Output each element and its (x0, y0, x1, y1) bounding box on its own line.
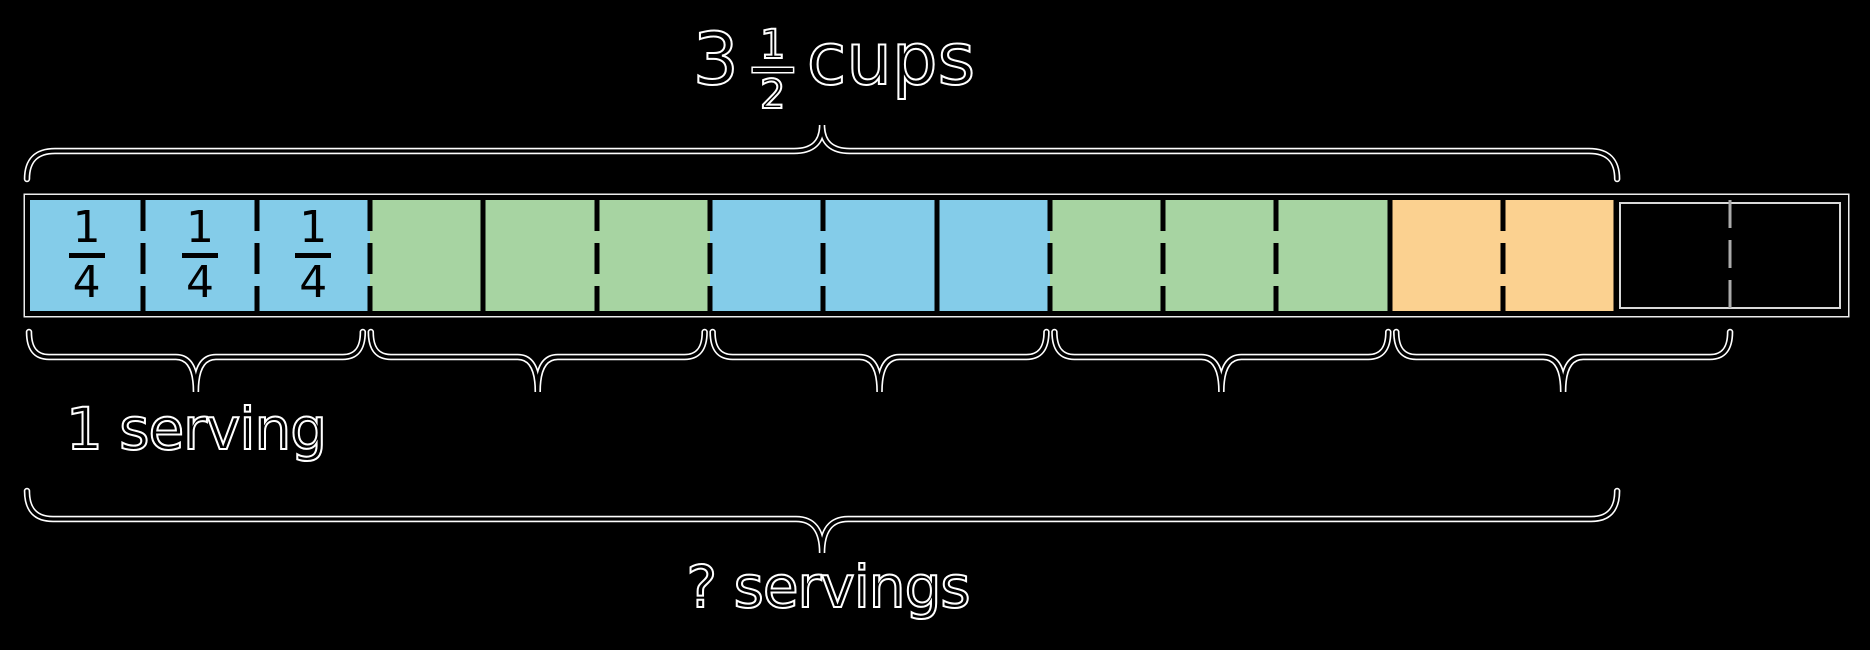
bar-cell-blue (823, 200, 937, 311)
fraction-bar (68, 253, 105, 258)
cell-divider-dashed (820, 200, 826, 311)
fraction-bar (181, 253, 218, 258)
cell-divider-dashed (1273, 200, 1279, 311)
quarter-numerator: 1 (72, 201, 101, 253)
cell-divider-dashed (594, 200, 600, 311)
cups-fraction-numerator: 1 (759, 22, 786, 69)
question-servings-label: ? servings (685, 553, 971, 621)
cell-divider-dashed (707, 200, 713, 311)
cell-divider-dashed (1047, 200, 1053, 311)
bar-cell-green (1163, 200, 1277, 311)
bar-cell-blue (936, 200, 1050, 311)
top-cups-brace (23, 124, 1621, 183)
cell-divider-dashed (367, 200, 373, 311)
quarter-denominator: 4 (72, 257, 101, 308)
cell-divider-dashed (1500, 200, 1506, 311)
bar-cell-green (483, 200, 597, 311)
cell-divider-dashed (140, 200, 146, 311)
total-servings-brace (23, 487, 1621, 554)
cups-whole-number: 3 (692, 16, 740, 102)
serving-brace (1393, 328, 1734, 393)
fraction-bar (295, 253, 332, 258)
cell-divider-edge (1613, 200, 1619, 311)
serving-brace (709, 328, 1050, 393)
cell-divider-light-dashed (1728, 200, 1732, 311)
quarter-denominator: 4 (299, 257, 328, 308)
total-cups-label: 3 1 2 cups (692, 16, 976, 116)
bar-cell-blue (709, 200, 824, 311)
cell-divider-solid (1387, 200, 1393, 311)
serving-brace (25, 328, 367, 393)
cell-divider-solid (480, 200, 486, 311)
cell-divider-dashed (1160, 200, 1166, 311)
bar-cell-green (596, 200, 710, 311)
bar-cell-green (1049, 200, 1164, 311)
cups-unit: cups (806, 16, 976, 102)
cell-divider-solid (934, 200, 939, 311)
cups-fraction: 1 2 (752, 22, 793, 119)
cell-divider-dashed (254, 200, 260, 311)
quarter-numerator: 1 (299, 201, 328, 253)
one-serving-label: 1 serving (65, 395, 328, 463)
quarter-numerator: 1 (185, 201, 214, 253)
bar-cell-orange (1503, 200, 1617, 311)
bar-cell-orange (1389, 200, 1504, 311)
bar-cell-green (369, 200, 484, 311)
cups-fraction-denominator: 2 (759, 72, 786, 119)
bar-cell-green (1276, 200, 1390, 311)
serving-brace (367, 328, 708, 393)
fraction-bar (752, 68, 793, 73)
serving-brace (1051, 328, 1392, 393)
quarter-denominator: 4 (185, 257, 214, 308)
